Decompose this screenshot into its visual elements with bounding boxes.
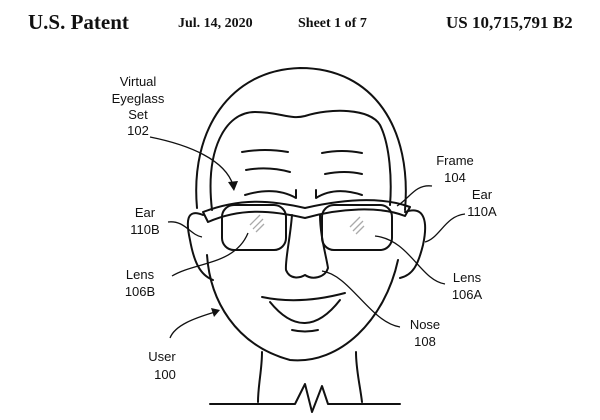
leader-lines bbox=[149, 136, 466, 339]
patent-date: Jul. 14, 2020 bbox=[178, 16, 253, 31]
sheet-number: Sheet 1 of 7 bbox=[298, 16, 367, 31]
eyeglass-set bbox=[202, 199, 411, 251]
patent-number: US 10,715,791 B2 bbox=[446, 13, 573, 32]
head-drawing bbox=[186, 67, 427, 413]
patent-title: U.S. Patent bbox=[28, 10, 129, 34]
lens-106a bbox=[321, 204, 393, 251]
lens-106b bbox=[221, 204, 287, 251]
